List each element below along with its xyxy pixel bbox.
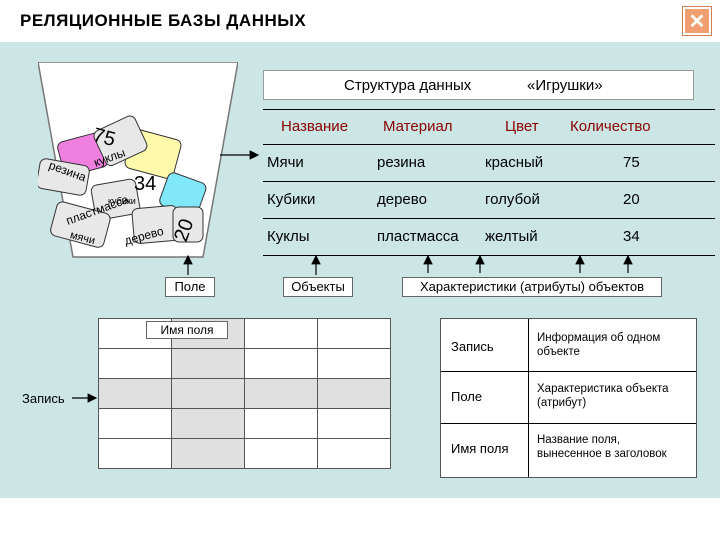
grid-row [98, 348, 391, 379]
legend-rule [441, 423, 696, 424]
field-label: Поле [165, 277, 215, 297]
grid-row [98, 408, 391, 439]
characteristics-label: Характеристики (атрибуты) объектов [402, 277, 662, 297]
cell-name: Кубики [267, 191, 316, 208]
legend-desc: Информация об одном объекте [537, 332, 661, 358]
table-row: Куклы пластмасса желтый 34 [263, 218, 715, 255]
structure-title-name: «Игрушки» [527, 77, 603, 94]
cell-color: желтый [485, 228, 538, 245]
basket-text-cubes: кубики [108, 196, 136, 206]
legend-table: Запись Информация об одном объекте Поле … [440, 318, 697, 478]
title-bar: РЕЛЯЦИОННЫЕ БАЗЫ ДАННЫХ ✕ [0, 0, 720, 42]
structure-title: Структура данных [344, 77, 472, 94]
grey-toy-6 [172, 206, 204, 243]
table-bottom-rule [263, 255, 715, 256]
cell-quantity: 34 [623, 228, 640, 245]
cell-name: Мячи [267, 154, 304, 171]
close-icon: ✕ [688, 10, 706, 33]
record-label: Запись [22, 391, 65, 406]
column-header-color: Цвет [505, 118, 539, 135]
close-button[interactable]: ✕ [682, 6, 712, 36]
legend-term: Имя поля [451, 441, 509, 456]
table-row: Мячи резина красный 75 [263, 144, 715, 181]
cell-color: голубой [485, 191, 540, 208]
grid-row [98, 318, 391, 349]
legend-term: Запись [451, 339, 494, 354]
basket-text-34: 34 [134, 173, 156, 195]
empty-grid [98, 318, 391, 469]
cell-quantity: 75 [623, 154, 640, 171]
legend-rule [441, 371, 696, 372]
cell-quantity: 20 [623, 191, 640, 208]
table-header-rule [263, 144, 715, 145]
cell-name: Куклы [267, 228, 310, 245]
cell-material: резина [377, 154, 426, 171]
column-header-quantity: Количество [570, 118, 651, 135]
row-rule [263, 218, 715, 219]
toy-basket-illustration: 75 куклы резина 34 пластмасса кубики мяч… [38, 62, 238, 258]
legend-divider [528, 319, 529, 477]
legend-term: Поле [451, 389, 483, 404]
field-name-label: Имя поля [146, 321, 228, 339]
cell-color: красный [485, 154, 544, 171]
column-header-name: Название [281, 118, 349, 135]
column-header-material: Материал [383, 118, 453, 135]
row-rule [263, 181, 715, 182]
objects-label: Объекты [283, 277, 353, 297]
table-row: Кубики дерево голубой 20 [263, 181, 715, 218]
cell-material: дерево [377, 191, 427, 208]
grey-toy-2 [38, 158, 90, 196]
page-title: РЕЛЯЦИОННЫЕ БАЗЫ ДАННЫХ [20, 11, 307, 30]
legend-desc: Название поля, вынесенное в заголовок [537, 434, 667, 460]
grey-toy-1 [93, 115, 148, 167]
cell-material: пластмасса [377, 228, 459, 245]
table-top-rule [263, 109, 715, 110]
grey-toy-3 [90, 178, 141, 221]
structure-title-box: Структура данных «Игрушки» [263, 70, 694, 100]
grid-row [98, 378, 391, 409]
legend-desc: Характеристика объекта (атрибут) [537, 383, 669, 409]
grey-toy-4 [50, 201, 111, 248]
grid-row [98, 438, 391, 469]
